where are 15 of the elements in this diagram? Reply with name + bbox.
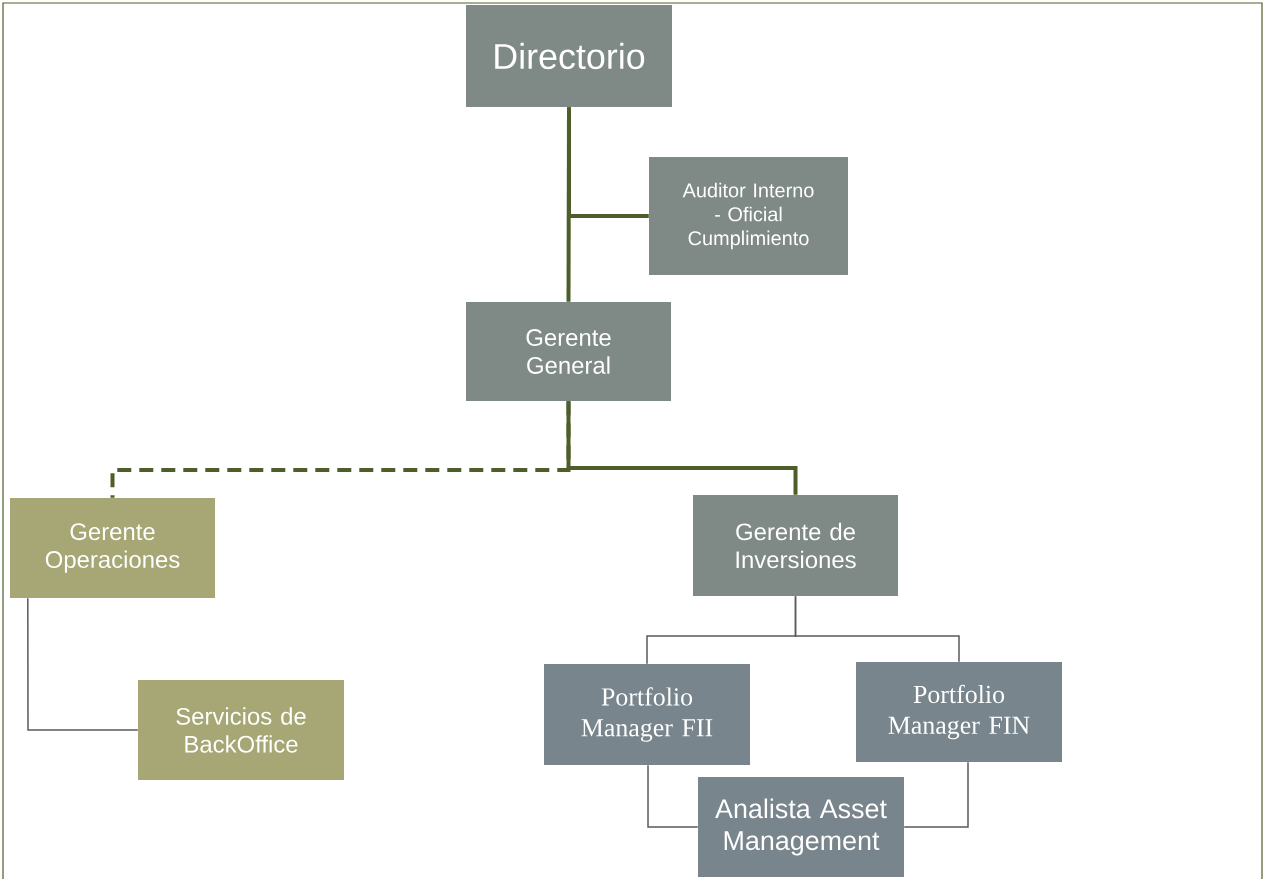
org-box: Gerente Operaciones <box>10 498 215 598</box>
connector-line <box>566 401 798 495</box>
connector-line <box>647 764 699 828</box>
connector-line <box>27 597 139 731</box>
connector-line <box>903 761 969 828</box>
org-box: Gerente General <box>466 302 671 401</box>
org-box: Gerente de Inversiones <box>693 495 898 596</box>
org-box: Directorio <box>466 5 672 107</box>
org-box: Portfolio Manager FII <box>544 664 750 765</box>
connector-line <box>567 107 649 218</box>
org-box: Auditor Interno - Oficial Cumplimiento <box>649 157 848 275</box>
org-box: Servicios de BackOffice <box>138 680 344 780</box>
org-box: Portfolio Manager FIN <box>856 662 1062 762</box>
connector-line <box>794 595 960 663</box>
org-box: Analista Asset Management <box>698 777 904 877</box>
